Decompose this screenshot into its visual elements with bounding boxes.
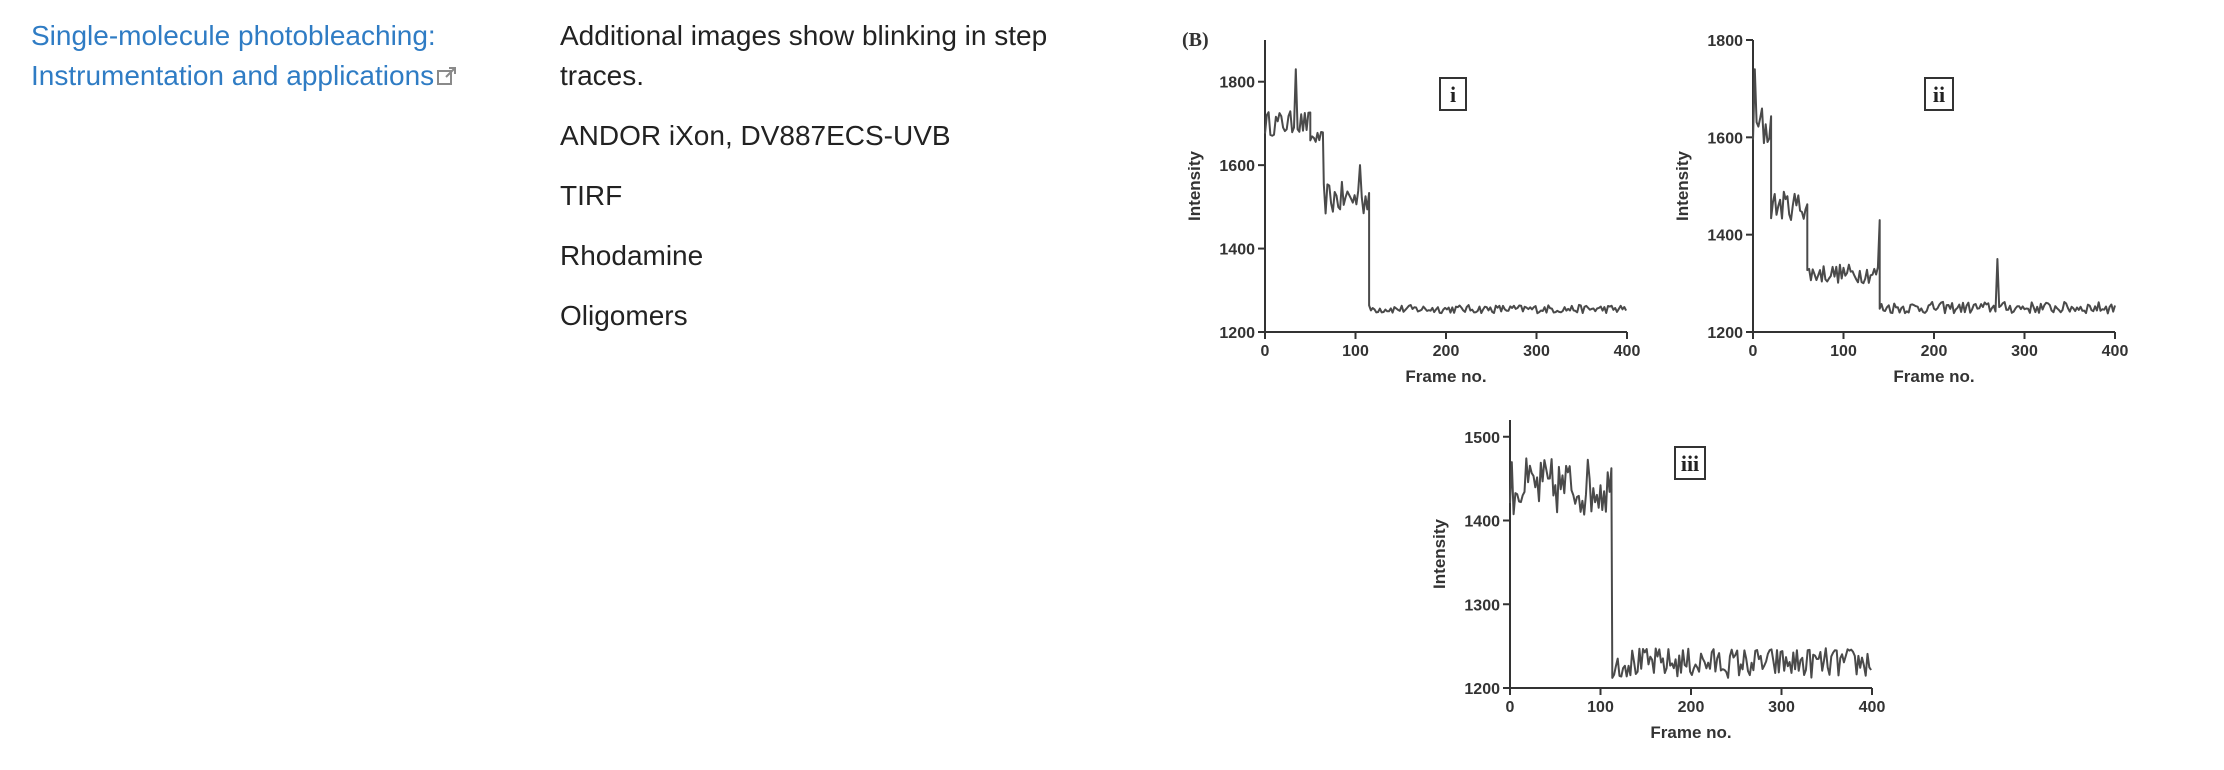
y-tick-label: 1600 xyxy=(1219,158,1255,175)
x-tick-label: 300 xyxy=(1523,343,1550,360)
x-tick-label: 0 xyxy=(1506,699,1515,716)
reference-title-line2: Instrumentation and applications xyxy=(31,60,435,91)
panel-label-box xyxy=(1439,77,1467,111)
y-axis-label: Intensity xyxy=(1430,519,1449,589)
y-tick-label: 1200 xyxy=(1219,325,1255,342)
x-tick-label: 400 xyxy=(2102,343,2129,360)
x-axis-label: Frame no. xyxy=(1405,367,1486,386)
intensity-trace xyxy=(1752,68,2116,315)
reference-title-line1: Single-molecule photobleaching: xyxy=(31,20,436,51)
description-text: Additional images show blinking in step … xyxy=(560,20,1048,91)
intensity-trace xyxy=(1509,457,1872,679)
y-tick-label: 1200 xyxy=(1464,681,1500,698)
x-axis-label: Frame no. xyxy=(1650,723,1731,742)
sample-text: Oligomers xyxy=(560,300,688,331)
x-tick-label: 300 xyxy=(1768,699,1795,716)
x-tick-label: 200 xyxy=(1433,343,1460,360)
panel-label: ii xyxy=(1933,82,1945,107)
x-tick-label: 0 xyxy=(1749,343,1758,360)
y-tick-label: 1400 xyxy=(1464,514,1500,531)
y-tick-label: 1400 xyxy=(1219,242,1255,259)
y-axis-label: Intensity xyxy=(1673,151,1692,221)
y-axis-label: Intensity xyxy=(1185,151,1204,221)
x-tick-label: 200 xyxy=(1678,699,1705,716)
y-tick-label: 1200 xyxy=(1707,325,1743,342)
camera-text: ANDOR iXon, DV887ECS-UVB xyxy=(560,120,951,151)
details-column: Additional images show blinking in step … xyxy=(560,16,1100,356)
external-link-icon xyxy=(436,58,458,85)
x-tick-label: 100 xyxy=(1830,343,1857,360)
y-tick-label: 1300 xyxy=(1464,597,1500,614)
y-tick-label: 1800 xyxy=(1707,33,1743,50)
x-tick-label: 100 xyxy=(1587,699,1614,716)
panel-label-box xyxy=(1924,77,1954,111)
y-tick-label: 1800 xyxy=(1219,75,1255,92)
y-tick-label: 1500 xyxy=(1464,430,1500,447)
panel-label: iii xyxy=(1681,451,1699,476)
x-tick-label: 100 xyxy=(1342,343,1369,360)
x-axis-label: Frame no. xyxy=(1893,367,1974,386)
x-tick-label: 200 xyxy=(1921,343,1948,360)
reference-column: Single-molecule photobleaching: Instrume… xyxy=(31,16,511,96)
dye-text: Rhodamine xyxy=(560,240,704,271)
microscopy-text: TIRF xyxy=(560,180,623,211)
y-tick-label: 1600 xyxy=(1707,130,1743,147)
panel-label-box xyxy=(1674,446,1706,480)
x-tick-label: 400 xyxy=(1859,699,1886,716)
panel-label: i xyxy=(1450,82,1456,107)
x-tick-label: 0 xyxy=(1261,343,1270,360)
x-tick-label: 400 xyxy=(1614,343,1641,360)
figure-label: (B) xyxy=(1182,29,1209,51)
intensity-trace xyxy=(1264,68,1627,315)
y-tick-label: 1400 xyxy=(1707,228,1743,245)
x-tick-label: 300 xyxy=(2011,343,2038,360)
reference-link[interactable]: Single-molecule photobleaching: Instrume… xyxy=(31,20,458,91)
